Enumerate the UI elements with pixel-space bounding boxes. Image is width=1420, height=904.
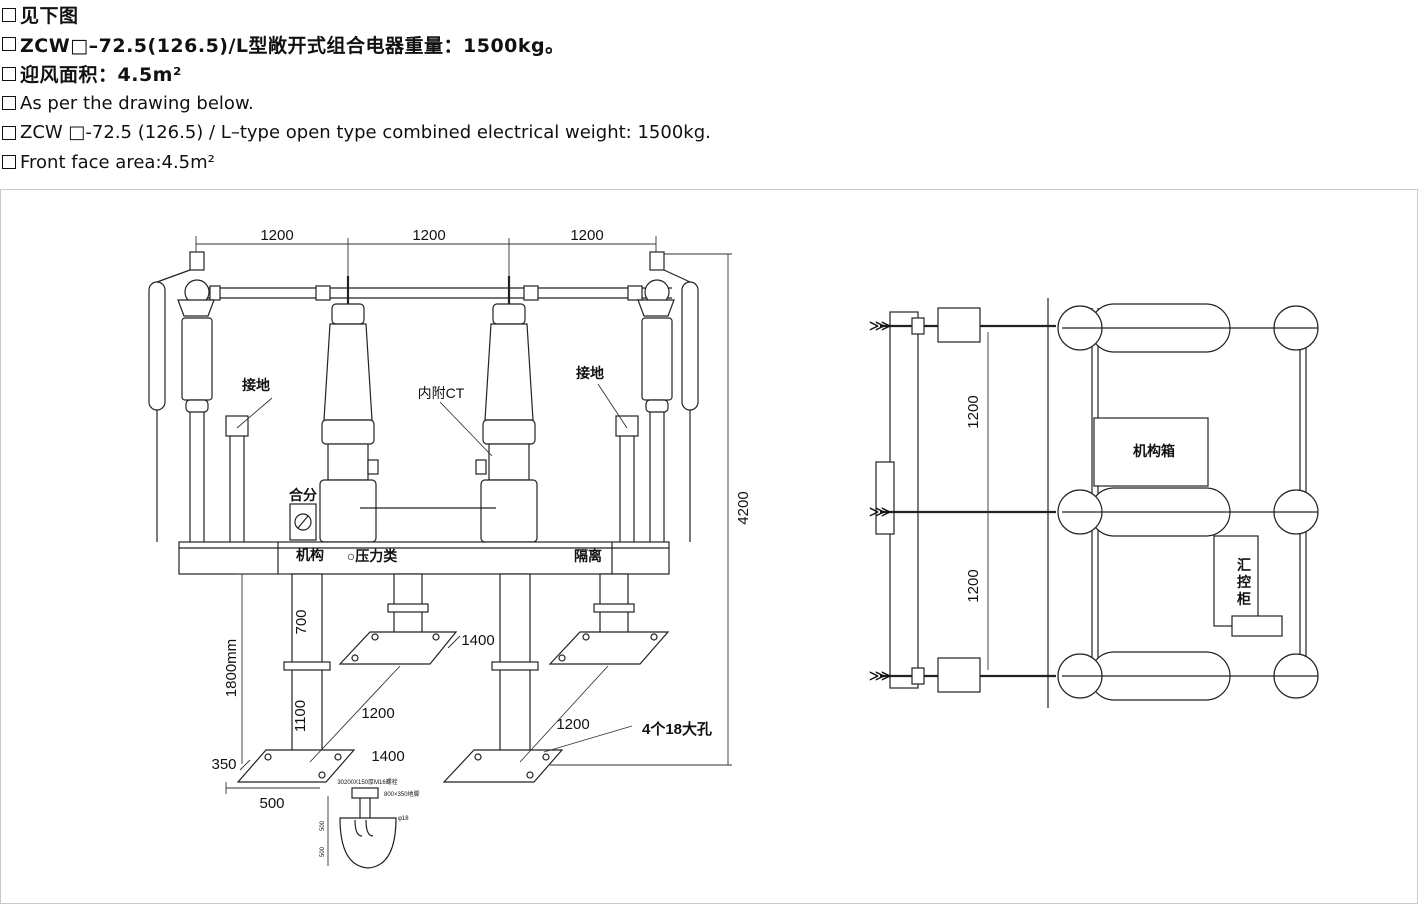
front-view: 1200 1200 1200 4200: [148, 227, 752, 869]
dim-height: 4200: [735, 491, 752, 524]
dim-top-view-upper: 1200: [965, 395, 982, 428]
label-pressure: ○压力类: [347, 548, 398, 564]
label-internal-ct: 内附CT: [418, 385, 465, 401]
control-cabinet: [1213, 535, 1259, 627]
label-close-open: 合分: [289, 487, 317, 503]
dim-plate-1400-top: 1400: [461, 632, 494, 649]
phase-row-top: ⋙: [869, 303, 1319, 353]
detail-dim-c: 30: [337, 780, 344, 786]
label-holes: 4个18大孔: [642, 720, 712, 738]
base-frame: 机构 ○压力类 隔离: [178, 541, 670, 575]
spec-line-see-drawing-en: As per the drawing below.: [2, 89, 711, 119]
breaker-columns: 内附CT: [319, 276, 538, 543]
mechanism-box: [1093, 417, 1209, 487]
detail-note-3: φ18: [398, 816, 409, 822]
height-dimension: 4200: [550, 253, 752, 766]
right-arrester: [637, 269, 699, 542]
dim-w-350: 350: [211, 756, 236, 773]
spec-line-see-drawing: 见下图: [2, 0, 711, 30]
detail-dim-a: 500: [320, 820, 326, 831]
label-mechanism: 机构: [296, 547, 324, 563]
left-arrester: [148, 269, 215, 542]
label-isolation: 隔离: [574, 548, 602, 564]
label-control-cabinet-3: 柜: [1237, 591, 1251, 607]
dim-top-1: 1200: [260, 227, 293, 244]
spec-line-area-cn: 迎风面积：4.5m²: [2, 59, 711, 89]
dim-top-view-lower: 1200: [965, 569, 982, 602]
checkbox-bullet-icon: [2, 155, 16, 170]
base-height-dimension: 1800mm 350 500: [211, 573, 320, 812]
phase-row-bottom: ⋙: [869, 651, 1319, 701]
bushing-icon: ⋙: [869, 668, 892, 685]
dim-w-500: 500: [259, 795, 284, 812]
dim-top-2: 1200: [412, 227, 445, 244]
top-busbar: [184, 251, 672, 305]
bushing-icon: ⋙: [869, 318, 892, 335]
checkbox-bullet-icon: [2, 37, 16, 52]
checkbox-bullet-icon: [2, 96, 16, 111]
dim-plate-1400-bottom: 1400: [371, 748, 404, 765]
close-open-indicator: 合分: [289, 487, 317, 541]
phase-row-middle: ⋙: [869, 487, 1319, 537]
spec-line-weight-cn: ZCW□–72.5(126.5)/L型敞开式组合电器重量：1500kg。: [2, 30, 711, 60]
dim-col-1100: 1100: [292, 700, 309, 732]
label-ground-right: 接地: [576, 365, 604, 381]
foundation-detail: 200X150厚M16螺栓 800×350地脚 φ18 500 500 30: [320, 778, 420, 869]
dim-base-height: 1800mm: [223, 639, 240, 697]
label-control-cabinet-2: 控: [1237, 574, 1251, 590]
label-mechanism-box: 机构箱: [1133, 443, 1175, 459]
earthing-switches: 接地 接地: [225, 365, 639, 542]
dim-col-700: 700: [293, 609, 310, 634]
support-columns: 700 1100: [283, 573, 635, 765]
checkbox-bullet-icon: [2, 7, 16, 22]
top-view: ⋙ ⋙ ⋙ 机构箱 汇 控 柜 1200: [869, 298, 1319, 708]
checkbox-bullet-icon: [2, 125, 16, 140]
spec-line-area-en: Front face area:4.5m²: [2, 148, 711, 178]
bushing-icon: ⋙: [869, 504, 892, 521]
detail-note-1: 200X150厚M16螺栓: [344, 778, 398, 786]
dim-top-3: 1200: [570, 227, 603, 244]
label-ground-left: 接地: [242, 377, 270, 393]
top-dimension: 1200 1200 1200: [195, 227, 657, 285]
dim-diag-left: 1200: [361, 705, 394, 722]
checkbox-bullet-icon: [2, 66, 16, 81]
label-control-cabinet-1: 汇: [1237, 557, 1251, 573]
spec-list: 见下图 ZCW□–72.5(126.5)/L型敞开式组合电器重量：1500kg。…: [2, 0, 711, 177]
dim-diag-right: 1200: [556, 716, 589, 733]
base-plates: 1400 1200 1200 1400 4个18大孔: [236, 631, 712, 783]
detail-note-2: 800×350地脚: [384, 790, 420, 798]
spec-line-weight-en: ZCW □-72.5 (126.5) / L–type open type co…: [2, 118, 711, 148]
detail-dim-b: 500: [320, 846, 326, 857]
